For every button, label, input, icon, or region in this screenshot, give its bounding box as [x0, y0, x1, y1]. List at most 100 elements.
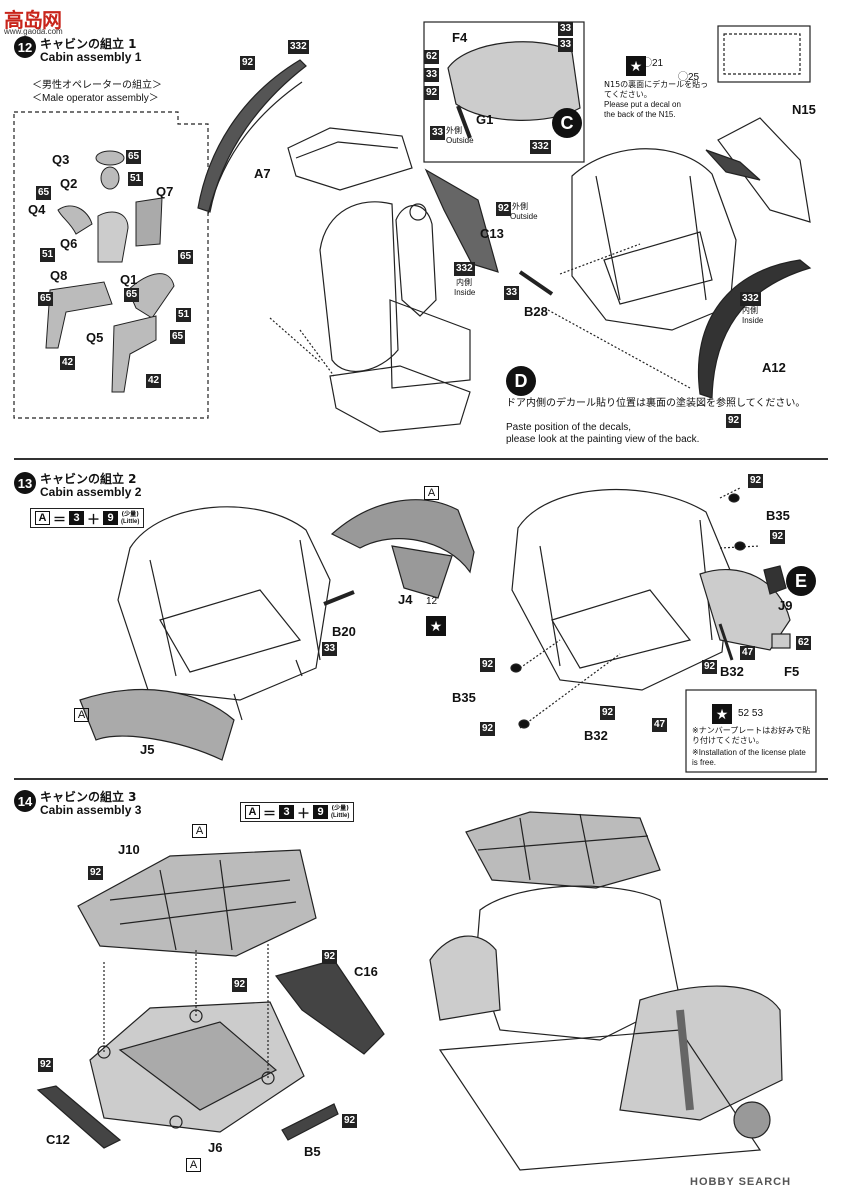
decal-star-icon: ★ — [626, 56, 646, 76]
step-13-title-en: Cabin assembly 2 — [40, 485, 142, 499]
decal-12: 12 — [426, 596, 438, 607]
step-12-title-jp: キャビンの組立 1 — [40, 37, 137, 51]
paint-33: 33 — [322, 642, 338, 656]
part-label-j10: J10 — [118, 842, 140, 857]
paint-65: 65 — [178, 250, 194, 264]
inside-label-jp: 内側 — [456, 278, 472, 287]
part-q1-arm — [127, 273, 175, 319]
part-label-j5: J5 — [140, 742, 155, 757]
inside-label-en: Inside — [742, 316, 764, 325]
decal-25: ⃝25 — [688, 72, 699, 84]
step-12-title-en: Cabin assembly 1 — [40, 50, 142, 64]
part-b5 — [281, 1103, 339, 1141]
cabin-right-view — [571, 148, 737, 331]
paint-mix-formula: A ＝ 3 ＋ 9 (少量)(Little) — [30, 508, 145, 528]
part-label-q5: Q5 — [86, 330, 104, 345]
cabin-shell — [319, 201, 399, 373]
paint-92: 92 — [496, 202, 512, 216]
plate-note-en: ※Installation of the license plate is fr… — [692, 748, 806, 767]
part-label-j6: J6 — [208, 1140, 223, 1155]
cabin-floor — [329, 365, 471, 433]
part-label-q3: Q3 — [52, 152, 70, 167]
part-j9 — [763, 565, 787, 595]
decal-star-icon: ★ — [426, 616, 446, 636]
part-label-b5: B5 — [304, 1144, 321, 1159]
n15-note-en: Please put a decal on the back of the N1… — [604, 100, 681, 119]
outside-label-en: Outside — [510, 212, 538, 221]
tractor-chassis — [438, 1029, 762, 1171]
part-label-q8: Q8 — [50, 268, 68, 283]
paint-42: 42 — [146, 374, 162, 388]
part-c13-window — [424, 168, 499, 273]
part-a7-inner — [207, 81, 303, 215]
paint-33: 33 — [558, 22, 574, 36]
mix-a: A — [245, 805, 260, 819]
mix-eq: ＝ — [53, 511, 67, 527]
paint-332: 332 — [454, 262, 475, 276]
paint-332: 332 — [530, 140, 551, 154]
paint-51: 51 — [176, 308, 192, 322]
paint-92: 92 — [480, 658, 496, 672]
paint-a-tag: A — [186, 1158, 201, 1172]
part-label-a12: A12 — [762, 360, 786, 375]
part-label-a7: A7 — [254, 166, 271, 181]
mix-3: 3 — [69, 511, 85, 525]
seated-operator — [395, 204, 437, 317]
paint-92: 92 — [480, 722, 496, 736]
mix-plus: ＋ — [297, 805, 311, 821]
site-url: www.gaoda.com — [4, 27, 63, 36]
part-label-q7: Q7 — [156, 184, 174, 199]
part-q8-leg — [45, 281, 113, 349]
inside-label-jp: 内側 — [742, 306, 758, 315]
outside-label-jp: 外側 — [512, 202, 528, 211]
part-label-q2: Q2 — [60, 176, 78, 191]
operator-sub-jp: ＜男性オペレーターの組立＞ — [32, 80, 162, 91]
part-f4 — [447, 41, 581, 121]
cabin-roof-part — [287, 127, 413, 191]
d-note-en-2: please look at the painting view of the … — [506, 434, 700, 445]
paint-42: 42 — [60, 356, 76, 370]
part-label-n15: N15 — [792, 102, 816, 117]
part-q6-torso — [97, 211, 129, 263]
paint-92: 92 — [424, 86, 440, 100]
step-14-title-jp: キャビンの組立 3 — [40, 790, 137, 804]
part-label-c13: C13 — [480, 226, 504, 241]
part-b28 — [518, 270, 554, 296]
part-j10-roof — [77, 849, 317, 957]
callout-e: E — [786, 566, 816, 596]
operator-sub-en: ＜Male operator assembly＞ — [32, 93, 159, 104]
section-divider — [14, 778, 828, 780]
paint-33: 33 — [424, 68, 440, 82]
paint-62: 62 — [796, 636, 812, 650]
plate-decals: 52 53 — [738, 708, 763, 720]
outside-label-en: Outside — [446, 136, 474, 145]
engine-hood — [619, 985, 783, 1121]
part-label-b28: B28 — [524, 304, 548, 319]
part-label-q6: Q6 — [60, 236, 78, 251]
paint-92: 92 — [342, 1114, 358, 1128]
paint-mix-formula: A ＝ 3 ＋ 9 (少量)(Little) — [240, 802, 355, 822]
decal-25-number: 25 — [688, 72, 700, 83]
paint-92: 92 — [240, 56, 256, 70]
step-14-badge: 14 — [14, 790, 36, 812]
paint-47: 47 — [652, 718, 668, 732]
paint-a-tag: A — [74, 708, 89, 722]
paint-65: 65 — [36, 186, 52, 200]
part-c12 — [36, 1085, 122, 1149]
decal-21-number: 21 — [652, 58, 664, 69]
callout-d: D — [506, 366, 536, 396]
decal-53: 53 — [751, 708, 764, 719]
section-divider — [14, 458, 828, 460]
mix-little: (少量)(Little) — [121, 511, 139, 526]
part-label-f5: F5 — [784, 664, 800, 679]
paint-65: 65 — [124, 288, 140, 302]
paint-65: 65 — [170, 330, 186, 344]
part-label-b35: B35 — [766, 508, 790, 523]
part-a-fender — [330, 499, 475, 574]
paint-33: 33 — [430, 126, 446, 140]
part-label-f4: F4 — [452, 30, 468, 45]
paint-51: 51 — [40, 248, 56, 262]
paint-62: 62 — [424, 50, 440, 64]
paint-65: 65 — [126, 150, 142, 164]
